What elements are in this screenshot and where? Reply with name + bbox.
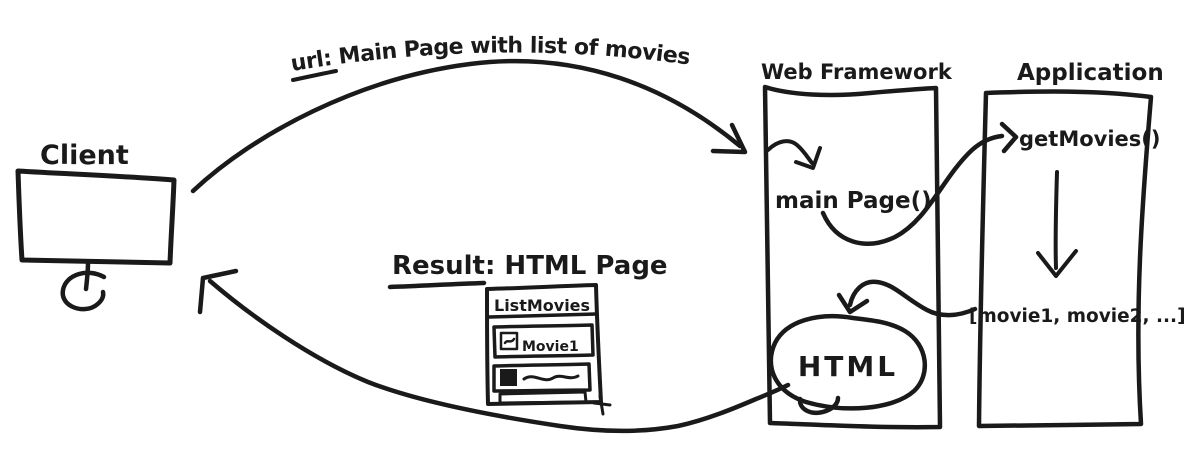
movies-result-arrow-shaft — [1053, 170, 1059, 270]
filled-thumbnail-icon — [500, 369, 517, 386]
array-to-html-shaft — [847, 279, 978, 318]
result-caption: Result: HTML Page — [387, 251, 668, 290]
response-arrowhead — [197, 268, 239, 315]
html-page-sketch: ListMovies Movie1 — [485, 283, 612, 416]
request-label: url: Main Page with list of movies — [289, 33, 692, 76]
sketch-corner-tick-horizontal — [592, 401, 612, 407]
web-framework-box — [762, 84, 943, 430]
movies-array-label: [movie1, movie2, ...] — [969, 306, 1186, 327]
sketch-movie-row — [492, 323, 595, 359]
movies-result-arrowhead — [1036, 249, 1078, 278]
response-arrow-shaft — [207, 278, 791, 434]
sketch-title: ListMovies — [494, 296, 590, 315]
client-label: Client — [40, 140, 129, 171]
get-movies-label: getMovies() — [1019, 127, 1160, 151]
application-node: Application getMovies() [movie1, movie2,… — [969, 60, 1186, 429]
application-title: Application — [1017, 60, 1164, 86]
html-blob-label: HTML — [798, 350, 898, 383]
request-arrow: url: Main Page with list of movies — [190, 33, 748, 194]
client-node: Client — [15, 140, 177, 312]
web-framework-title: Web Framework — [761, 60, 953, 84]
html-blob — [768, 313, 928, 411]
result-underline — [387, 280, 487, 290]
movie-thumbnail-icon — [499, 331, 519, 351]
sketch-footer-bar — [498, 390, 588, 405]
sketch-title-divider — [487, 312, 598, 319]
sketch-text-scribble — [522, 374, 580, 382]
url-underline — [291, 69, 338, 82]
sketch-second-row — [492, 362, 592, 393]
main-page-hook-arrow — [766, 139, 814, 165]
request-arrow-shaft — [190, 58, 743, 194]
request-label-text: url: Main Page with list of movies — [289, 33, 692, 76]
array-to-html-arrow — [836, 279, 978, 318]
result-label: Result: HTML Page — [392, 251, 668, 281]
application-box — [976, 89, 1154, 429]
get-movies-call-arrow — [820, 121, 1019, 246]
web-framework-node: Web Framework main Page() HTML — [761, 60, 953, 430]
client-box — [15, 168, 177, 266]
request-arrowhead — [710, 122, 748, 155]
main-page-label: main Page() — [775, 188, 932, 214]
html-blob-tail — [797, 395, 841, 416]
get-movies-call-arrowhead — [999, 121, 1019, 154]
sketch-movie-label: Movie1 — [522, 339, 579, 355]
main-page-hook-arrowhead — [794, 146, 822, 170]
response-arrow — [197, 268, 791, 434]
client-stand-line — [83, 260, 91, 292]
movie-thumbnail-mark — [503, 337, 516, 345]
client-stand-curl — [60, 270, 107, 312]
array-to-html-arrowhead — [836, 292, 870, 315]
